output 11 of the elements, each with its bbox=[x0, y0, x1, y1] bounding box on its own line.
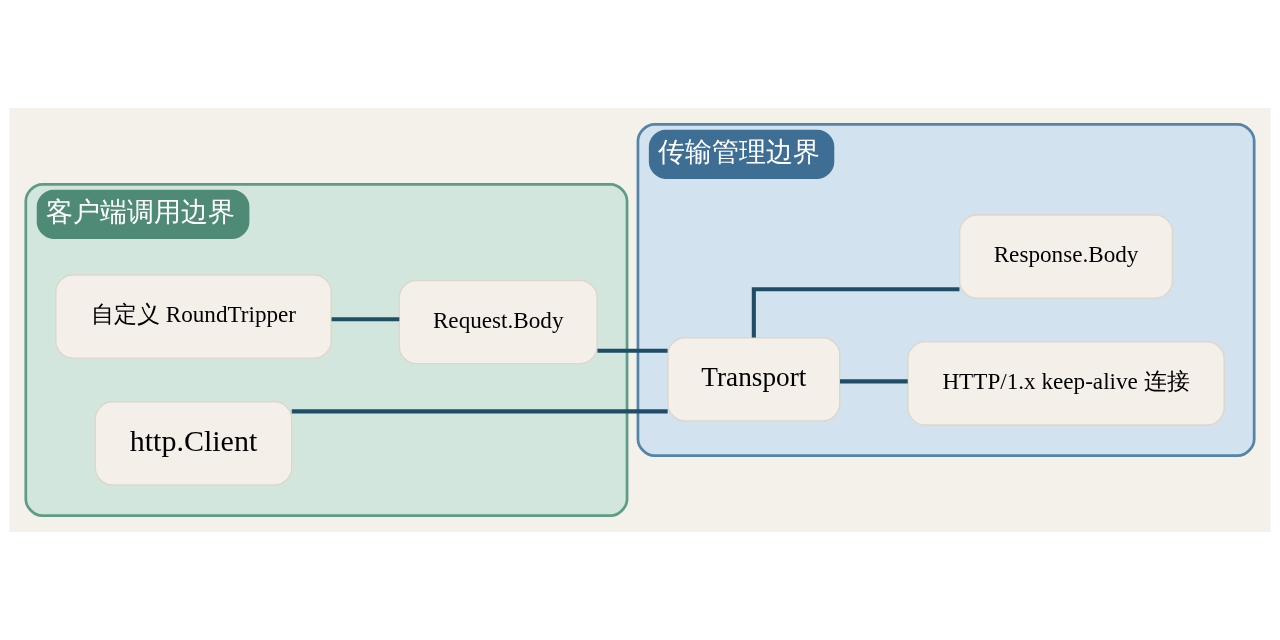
node-box: Transport bbox=[667, 337, 841, 422]
connector bbox=[331, 317, 400, 322]
connector bbox=[597, 348, 668, 353]
node-box: Request.Body bbox=[398, 279, 598, 365]
node-box: Response.Body bbox=[959, 214, 1174, 299]
node-box: HTTP/1.x keep-alive 连接 bbox=[907, 341, 1225, 426]
connector bbox=[840, 379, 908, 384]
node-box: 自定义 RoundTripper bbox=[55, 274, 332, 359]
connector bbox=[291, 409, 668, 414]
connector bbox=[751, 287, 960, 338]
node-box: http.Client bbox=[94, 401, 293, 486]
